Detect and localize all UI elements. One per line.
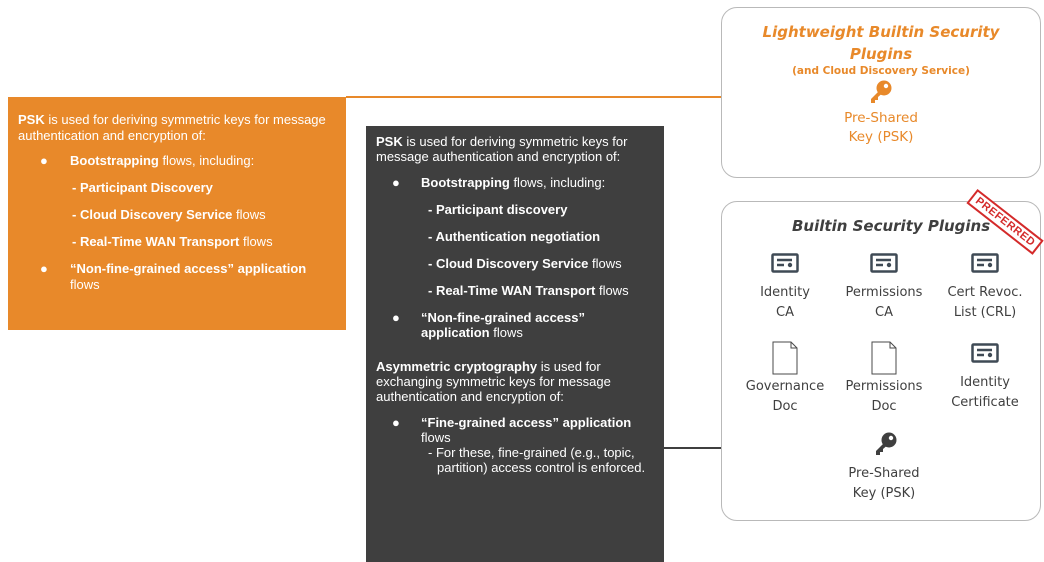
dark-psk-box: PSK is used for deriving symmetric keys … (366, 126, 664, 562)
dark-sub-participant: - Participant discovery (428, 202, 568, 217)
certificate-icon (870, 251, 898, 280)
lightweight-subtitle: (and Cloud Discovery Service) (792, 65, 970, 77)
orange-sub-participant: - Participant Discovery (72, 180, 213, 195)
document-icon (871, 341, 897, 380)
builtin-title: Builtin Security Plugins (792, 217, 991, 235)
dark-asymmetric-intro: Asymmetric cryptography is used for exch… (376, 359, 611, 404)
builtin-item-label: Cert Revoc.List (CRL) (947, 285, 1023, 320)
certificate-icon (771, 251, 799, 280)
lightweight-plugins-box: Lightweight Builtin Security Plugins (an… (721, 7, 1041, 178)
dark-sub-wan: - Real-Time WAN Transport flows (428, 283, 629, 298)
certificate-icon (971, 251, 999, 280)
lightweight-title: Lightweight Builtin Security Plugins (762, 23, 1000, 63)
document-icon (772, 341, 798, 380)
dark-bullet-nonfine: ●“Non-fine-grained access” application f… (392, 310, 585, 340)
dark-sub-fine-note: - For these, fine-grained (e.g., topic, … (428, 445, 646, 475)
key-icon (866, 79, 896, 105)
dark-bullet-bootstrapping: ●Bootstrapping flows, including: (392, 175, 606, 190)
certificate-icon (971, 341, 999, 370)
orange-psk-box: PSK is used for deriving symmetric keys … (8, 97, 346, 330)
orange-bullet-bootstrapping: ●Bootstrapping flows, including: (40, 153, 255, 168)
orange-bullet-nonfine: ●“Non-fine-grained access” application f… (40, 261, 307, 292)
dark-bullet-fine: ●“Fine-grained access” application flows (392, 415, 632, 445)
dark-sub-authentication: - Authentication negotiation (428, 229, 601, 244)
orange-sub-wan: - Real-Time WAN Transport flows (72, 234, 273, 249)
dark-intro: PSK is used for deriving symmetric keys … (376, 134, 628, 164)
dark-sub-cloud: - Cloud Discovery Service flows (428, 256, 622, 271)
builtin-psk-label: Pre-Shared Key (PSK) (848, 466, 920, 501)
orange-intro: PSK is used for deriving symmetric keys … (18, 112, 326, 143)
lightweight-psk-label: Pre-Shared Key (PSK) (844, 110, 918, 145)
key-icon (871, 431, 901, 457)
orange-sub-cloud: - Cloud Discovery Service flows (72, 207, 266, 222)
